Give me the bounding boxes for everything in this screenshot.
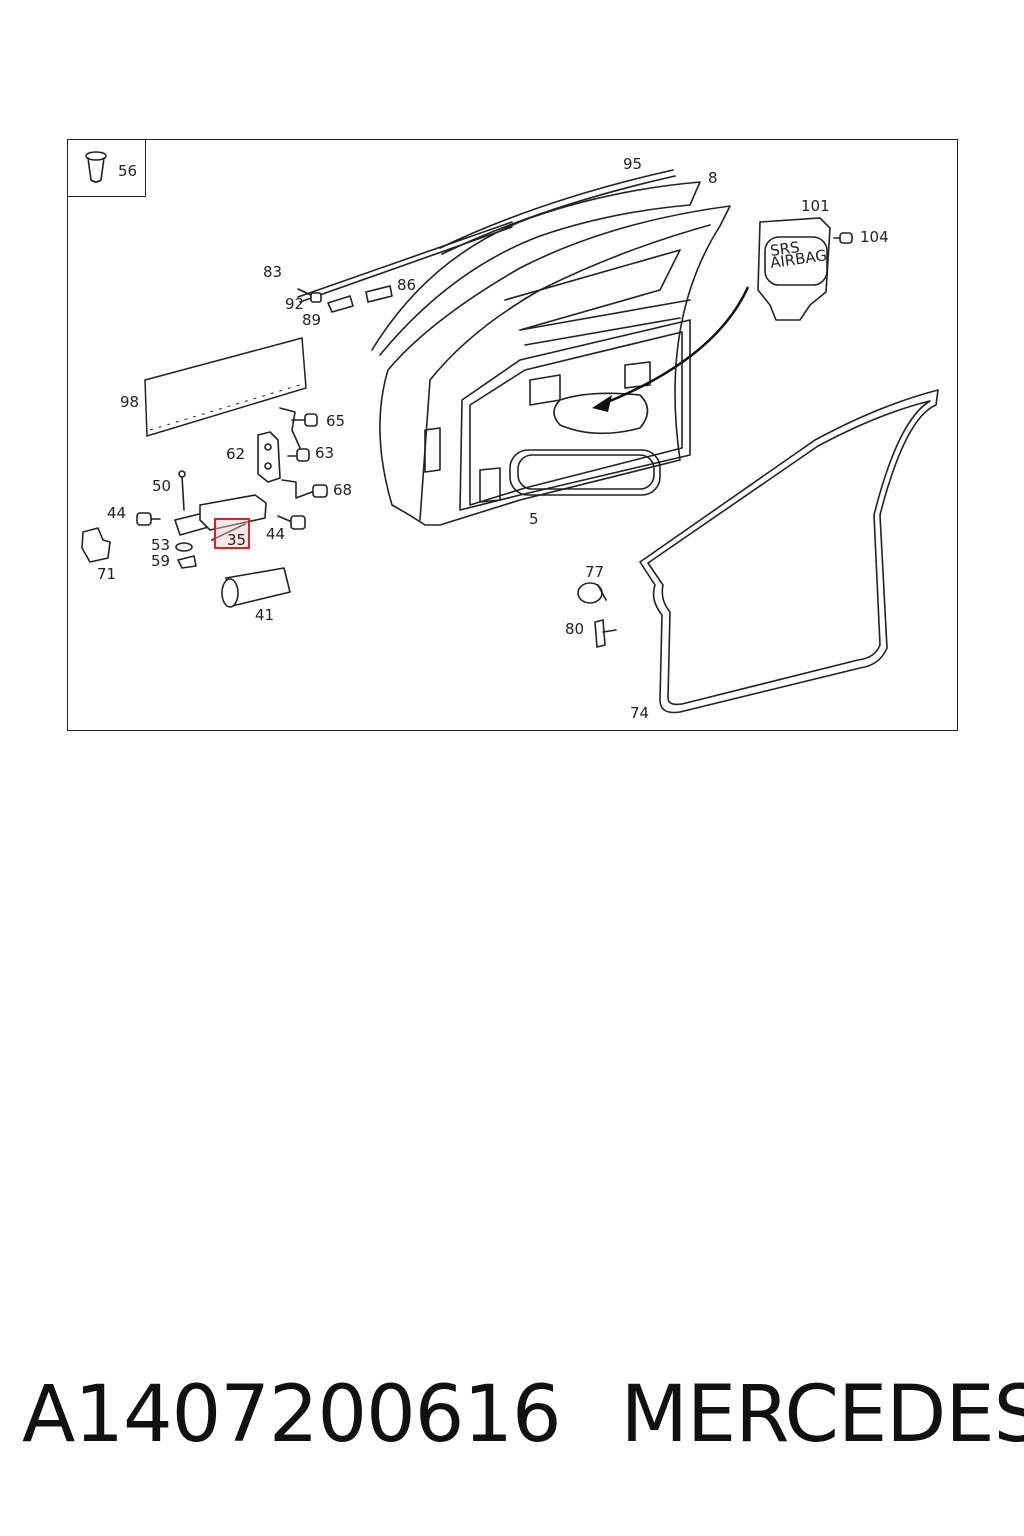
part-80-clip (594, 619, 617, 648)
label-59: 59 (151, 552, 170, 570)
part-89-clip (327, 295, 354, 313)
inset-box (67, 139, 146, 197)
label-63: 63 (315, 444, 334, 462)
part-74-door-seal (639, 389, 939, 714)
label-41: 41 (255, 606, 274, 624)
label-53: 53 (151, 536, 170, 554)
label-95: 95 (623, 155, 642, 173)
part-56-grommet (85, 151, 107, 183)
part-92-clip (297, 288, 322, 303)
label-62: 62 (226, 445, 245, 463)
part-44-bolt-right (277, 515, 306, 530)
label-68: 68 (333, 481, 352, 499)
label-86: 86 (397, 276, 416, 294)
part-62-hinge (257, 431, 281, 483)
label-44-left: 44 (107, 504, 126, 522)
part-83-strip (297, 221, 513, 303)
label-98: 98 (120, 393, 139, 411)
part-8-frame-seal (371, 181, 701, 356)
diagram-frame (67, 139, 958, 731)
part-101-airbag-module: SRS AIRBAG (757, 217, 831, 321)
label-35: 35 (227, 531, 246, 549)
label-92: 92 (285, 295, 304, 313)
highlight-box-35 (214, 518, 250, 549)
part-number: A1407200616 (22, 1370, 562, 1460)
part-71-bracket (81, 527, 111, 563)
part-104-screw (833, 232, 853, 244)
part-86-clip (365, 285, 393, 303)
part-63-bolt (287, 448, 310, 462)
label-83: 83 (263, 263, 282, 281)
label-44-right: 44 (266, 525, 285, 543)
airbag-label-srs: SRS (769, 238, 801, 260)
brand-name: MERCEDES (620, 1370, 1024, 1460)
label-71: 71 (97, 565, 116, 583)
label-8: 8 (708, 169, 718, 187)
part-68-bolt (281, 479, 328, 499)
label-101: 101 (801, 197, 830, 215)
label-104: 104 (860, 228, 889, 246)
parts-diagram: SRS AIRBAG (81, 151, 939, 722)
airbag-arrow (592, 286, 750, 412)
part-50-pin (178, 470, 186, 511)
label-56: 56 (118, 162, 137, 180)
part-53-washer (175, 542, 193, 552)
part-44-bolt-left (136, 512, 161, 526)
label-89: 89 (302, 311, 321, 329)
part-65-bolt (279, 407, 318, 449)
label-50: 50 (152, 477, 171, 495)
label-65: 65 (326, 412, 345, 430)
part-77-clip (577, 582, 607, 604)
label-74: 74 (630, 704, 649, 722)
part-41-cover (221, 567, 291, 608)
part-5-door-shell (379, 205, 731, 526)
caption: A1407200616 MERCEDES (22, 1370, 1024, 1460)
label-80: 80 (565, 620, 584, 638)
part-59-nut (177, 555, 197, 569)
label-5: 5 (529, 510, 539, 528)
part-98-panel (144, 337, 307, 437)
label-77: 77 (585, 563, 604, 581)
